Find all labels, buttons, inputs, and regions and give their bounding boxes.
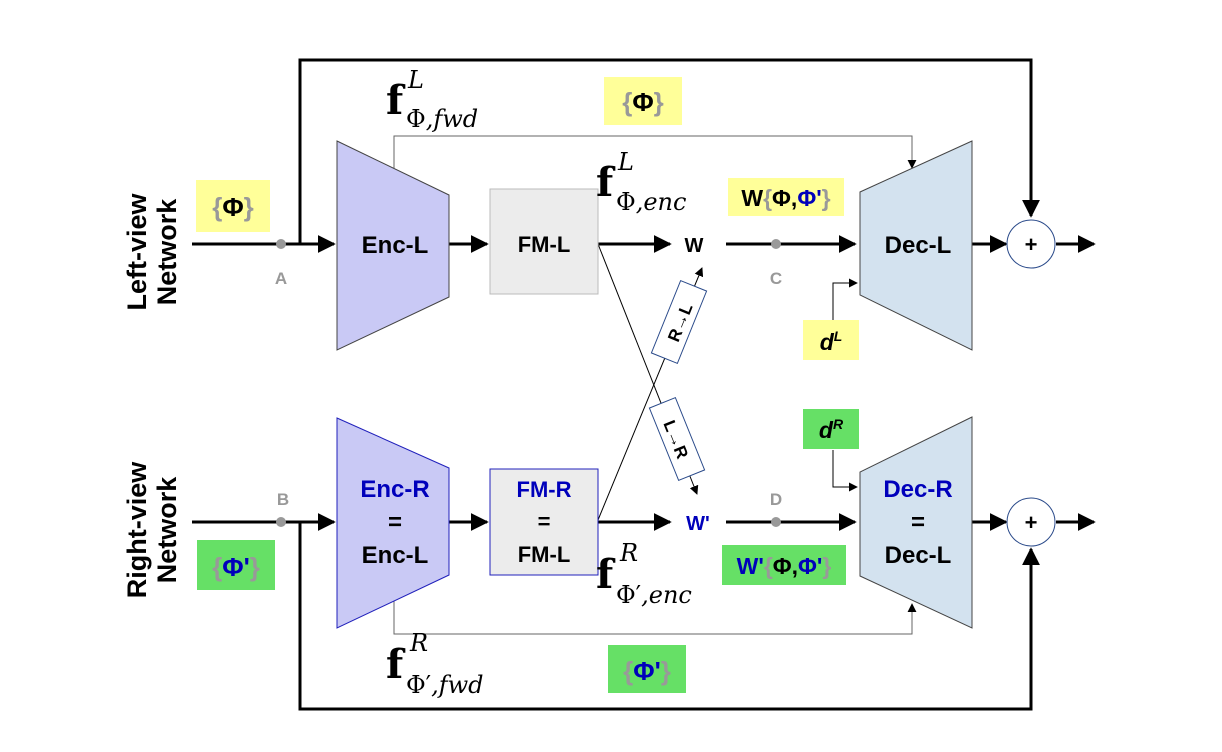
left-skip-connection (393, 135, 917, 169)
svg-text:Left-view: Left-view (122, 192, 152, 310)
svg-text:Dec-L: Dec-L (885, 542, 952, 569)
left-depth-arrow (832, 278, 858, 320)
point-a-dot (276, 239, 286, 249)
svg-text:{Φ'}: {Φ'} (623, 656, 671, 686)
left-params-tag: {Φ} (196, 180, 270, 232)
svg-text:Φ,fwd: Φ,fwd (406, 105, 478, 133)
l-to-r-warp-box: L→R (648, 396, 706, 482)
svg-text:f: f (386, 77, 406, 124)
right-f-fwd-label: f R Φ′,fwd (386, 629, 484, 699)
point-a-label: A (275, 269, 287, 288)
svg-text:W{Φ,Φ'}: W{Φ,Φ'} (741, 185, 830, 211)
svg-text:FM-L: FM-L (518, 232, 571, 257)
left-f-fwd-label: f L Φ,fwd (386, 66, 478, 133)
svg-text:Dec-L: Dec-L (885, 232, 952, 259)
svg-text:W'{Φ,Φ'}: W'{Φ,Φ'} (737, 553, 832, 579)
left-encoder: Enc-L (336, 140, 450, 351)
point-d-label: D (770, 490, 782, 509)
right-encoder: Enc-R = Enc-L (336, 417, 450, 629)
left-decoder: Dec-L (859, 140, 973, 351)
right-warp-label: W' (686, 513, 710, 535)
svg-text:R: R (619, 539, 638, 567)
right-depth-arrow (832, 450, 858, 492)
left-network-label: Left-view Network (122, 192, 182, 310)
left-warp-label: W (685, 235, 704, 257)
svg-text:Dec-R: Dec-R (883, 476, 952, 503)
svg-text:{Φ}: {Φ} (212, 192, 254, 222)
svg-text:f: f (386, 641, 406, 688)
right-depth-tag: dR (803, 409, 859, 449)
svg-text:Enc-R: Enc-R (360, 476, 429, 503)
svg-text:=: = (538, 509, 551, 534)
right-warp-tag: W'{Φ,Φ'} (722, 545, 846, 585)
r-to-l-warp-box: R→L (650, 279, 708, 365)
svg-text:dL: dL (820, 328, 843, 355)
svg-text:=: = (388, 509, 402, 536)
svg-text:+: + (1025, 232, 1038, 257)
svg-text:R: R (409, 629, 428, 657)
right-skip-connection (393, 600, 917, 635)
right-residual-loop (298, 522, 1040, 711)
svg-text:Φ′,enc: Φ′,enc (616, 581, 692, 609)
svg-text:Φ′,fwd: Φ′,fwd (406, 671, 484, 699)
right-f-enc-label: f R Φ′,enc (596, 539, 692, 609)
svg-text:f: f (596, 159, 616, 206)
svg-text:Enc-L: Enc-L (362, 232, 429, 259)
left-residual-loop (298, 58, 1040, 243)
right-params-tag: {Φ'} (197, 540, 275, 590)
left-sum-node: + (1006, 219, 1056, 269)
svg-text:{Φ'}: {Φ'} (212, 552, 260, 582)
point-b-label: B (277, 490, 289, 509)
svg-text:Network: Network (152, 198, 182, 306)
right-skip-tag: {Φ'} (608, 645, 686, 693)
svg-text:FM-R: FM-R (517, 477, 572, 502)
svg-text:Network: Network (152, 476, 182, 584)
point-b-dot (276, 517, 286, 527)
right-decoder: Dec-R = Dec-L (859, 416, 973, 629)
svg-text:+: + (1025, 510, 1038, 535)
left-warp-tag: W{Φ,Φ'} (728, 178, 844, 216)
left-f-enc-label: f L Φ,enc (596, 148, 686, 216)
left-depth-tag: dL (803, 320, 859, 360)
left-fm-block: FM-L (489, 188, 599, 295)
right-sum-node: + (1006, 497, 1056, 547)
point-c-label: C (770, 269, 782, 288)
svg-text:dR: dR (819, 416, 844, 443)
svg-text:Φ,enc: Φ,enc (616, 188, 686, 216)
svg-text:FM-L: FM-L (518, 542, 571, 567)
svg-text:f: f (596, 551, 616, 598)
svg-text:{Φ}: {Φ} (622, 87, 664, 117)
svg-text:=: = (911, 509, 925, 536)
svg-text:L: L (407, 66, 424, 94)
point-d-dot (771, 517, 781, 527)
svg-text:Enc-L: Enc-L (362, 542, 429, 569)
right-fm-block: FM-R = FM-L (489, 468, 599, 576)
right-network-label: Right-view Network (122, 461, 182, 599)
svg-text:Right-view: Right-view (122, 461, 152, 599)
point-c-dot (771, 239, 781, 249)
left-skip-tag: {Φ} (604, 77, 682, 125)
svg-text:L: L (617, 148, 634, 176)
